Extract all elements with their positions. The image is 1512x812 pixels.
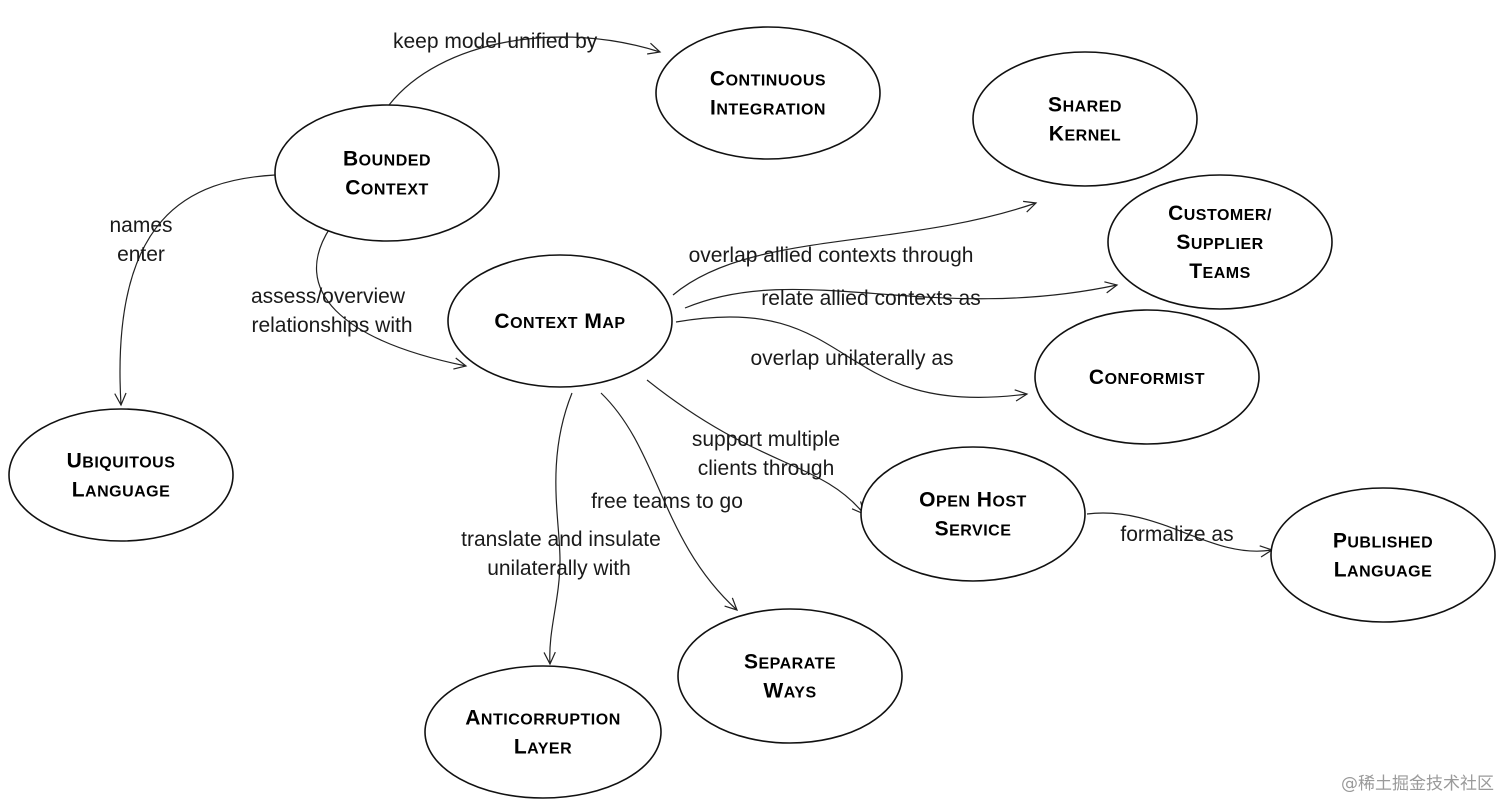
separate-ways-node-label: SEPARATE — [744, 651, 836, 674]
anticorruption-layer-node-label: ANTICORRUPTION — [465, 707, 621, 730]
edge-overlap-allied-arrowhead — [1023, 200, 1038, 213]
edge-formalize-as-label: formalize as — [1120, 523, 1233, 546]
open-host-service-node-ellipse — [860, 446, 1086, 582]
shared-kernel-node-label: KERNEL — [1049, 123, 1121, 146]
customer-supplier-teams-node: CUSTOMER/SUPPLIER TEAMS — [1107, 174, 1333, 310]
continuous-integration-node-label: CONTINUOUS — [710, 68, 826, 91]
edge-formalize-as — [1086, 512, 1273, 552]
edge-keep-model-unified-arrowhead — [647, 42, 662, 55]
conformist-node: CONFORMIST — [1034, 309, 1260, 445]
watermark: @稀土掘金技术社区 — [1341, 774, 1494, 794]
published-language-node-label: LANGUAGE — [1334, 559, 1433, 582]
ubiquitous-language-node-ellipse — [8, 408, 234, 542]
edge-relate-allied-arrowhead — [1104, 281, 1119, 294]
anticorruption-layer-node-label: LAYER — [514, 736, 572, 759]
edge-free-teams-arrowhead — [724, 597, 739, 611]
edge-assess-overview-label: assess/overview — [251, 285, 406, 308]
edge-names-enter — [119, 174, 276, 406]
edge-support-multiple — [646, 379, 865, 515]
continuous-integration-node: CONTINUOUS INTEGRATION — [655, 26, 881, 160]
edge-keep-model-unified-label: keep model unified by — [393, 30, 598, 53]
bounded-context-node: BOUNDED CONTEXT — [274, 104, 500, 242]
ubiquitous-language-node-label: UBIQUITOUS — [67, 450, 176, 473]
edge-assess-overview-arrowhead — [453, 357, 468, 370]
edge-overlap-unilaterally — [675, 316, 1028, 399]
edge-keep-model-unified — [388, 36, 661, 106]
edge-translate-insulate-label: unilaterally with — [487, 557, 631, 580]
edge-free-teams — [600, 392, 738, 611]
shared-kernel-node: SHARED KERNEL — [972, 51, 1198, 187]
continuous-integration-node-label: INTEGRATION — [710, 97, 826, 120]
continuous-integration-node-ellipse — [655, 26, 881, 160]
edge-relate-allied — [684, 284, 1118, 309]
edge-names-enter-label: names — [109, 214, 172, 237]
edge-support-multiple-label: clients through — [698, 457, 835, 480]
conformist-node-label: CONFORMIST — [1089, 366, 1205, 389]
open-host-service-node-label: OPEN HOST — [919, 489, 1027, 512]
shared-kernel-node-label: SHARED — [1048, 94, 1122, 117]
edge-overlap-unilaterally-label: overlap unilaterally as — [750, 347, 953, 370]
bounded-context-node-label: BOUNDED — [343, 148, 431, 171]
edge-translate-insulate-arrowhead — [543, 651, 556, 666]
published-language-node: PUBLISHED LANGUAGE — [1270, 487, 1496, 623]
customer-supplier-teams-node-label: CUSTOMER/ — [1168, 202, 1272, 225]
separate-ways-node-label: WAYS — [763, 680, 816, 703]
edge-labels: keep model unified by names enter assess/ov… — [109, 30, 1233, 580]
edge-free-teams-label: free teams to go — [591, 490, 743, 513]
context-map-node-label: CONTEXT MAP — [494, 310, 625, 333]
anticorruption-layer-node: ANTICORRUPTION LAYER — [424, 665, 662, 799]
customer-supplier-teams-node-label: SUPPLIER — [1176, 231, 1263, 254]
published-language-node-label: PUBLISHED — [1333, 530, 1433, 553]
ubiquitous-language-node-label: LANGUAGE — [72, 479, 171, 502]
conformist-node-ellipse — [1034, 309, 1260, 445]
published-language-node-ellipse — [1270, 487, 1496, 623]
shared-kernel-node-ellipse — [972, 51, 1198, 187]
edge-translate-insulate — [549, 392, 573, 665]
separate-ways-node: SEPARATE WAYS — [677, 608, 903, 744]
edge-translate-insulate-label: translate and insulate — [461, 528, 661, 551]
open-host-service-node-label: SERVICE — [935, 518, 1012, 541]
edge-names-enter-arrowhead — [114, 392, 127, 407]
edge-overlap-allied-label: overlap allied contexts through — [689, 244, 974, 267]
context-map-node-ellipse — [447, 254, 673, 388]
edge-assess-overview — [315, 227, 467, 367]
edges — [114, 36, 1274, 666]
edge-overlap-allied — [672, 202, 1037, 296]
bounded-context-node-label: CONTEXT — [345, 177, 429, 200]
customer-supplier-teams-node-label: TEAMS — [1189, 260, 1251, 283]
edge-names-enter-label: enter — [117, 243, 165, 266]
edge-overlap-unilaterally-arrowhead — [1014, 389, 1029, 402]
bounded-context-node-ellipse — [274, 104, 500, 242]
edge-assess-overview-label: relationships with — [251, 314, 412, 337]
ubiquitous-language-node: UBIQUITOUS LANGUAGE — [8, 408, 234, 542]
nodes: BOUNDED CONTEXT CONTINUOUS INTEGRATION SHARE… — [8, 26, 1496, 799]
edge-support-multiple-label: support multiple — [692, 428, 840, 451]
separate-ways-node-ellipse — [677, 608, 903, 744]
customer-supplier-teams-node-ellipse — [1107, 174, 1333, 310]
edge-relate-allied-label: relate allied contexts as — [761, 287, 980, 310]
anticorruption-layer-node-ellipse — [424, 665, 662, 799]
context-map-node: CONTEXT MAP — [447, 254, 673, 388]
open-host-service-node: OPEN HOST SERVICE — [860, 446, 1086, 582]
